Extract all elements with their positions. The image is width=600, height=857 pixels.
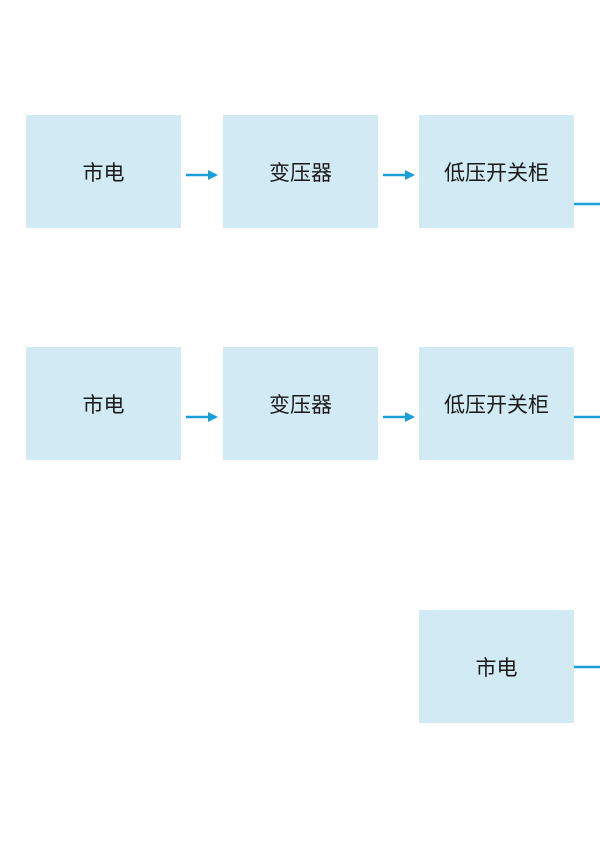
node-label: 低压开关柜 bbox=[444, 160, 549, 185]
node-transformer-2: 变压器 bbox=[223, 347, 378, 460]
node-lv-switchgear-1: 低压开关柜 bbox=[419, 115, 574, 228]
node-label: 变压器 bbox=[269, 392, 332, 417]
node-lv-switchgear-2: 低压开关柜 bbox=[419, 347, 574, 460]
node-label: 市电 bbox=[82, 392, 125, 417]
node-mains-3: 市电 bbox=[419, 610, 574, 723]
node-mains-2: 市电 bbox=[26, 347, 181, 460]
node-label: 变压器 bbox=[269, 160, 332, 185]
node-label: 市电 bbox=[475, 655, 518, 680]
node-transformer-1: 变压器 bbox=[223, 115, 378, 228]
node-mains-1: 市电 bbox=[26, 115, 181, 228]
node-label: 市电 bbox=[82, 160, 125, 185]
node-label: 低压开关柜 bbox=[444, 392, 549, 417]
